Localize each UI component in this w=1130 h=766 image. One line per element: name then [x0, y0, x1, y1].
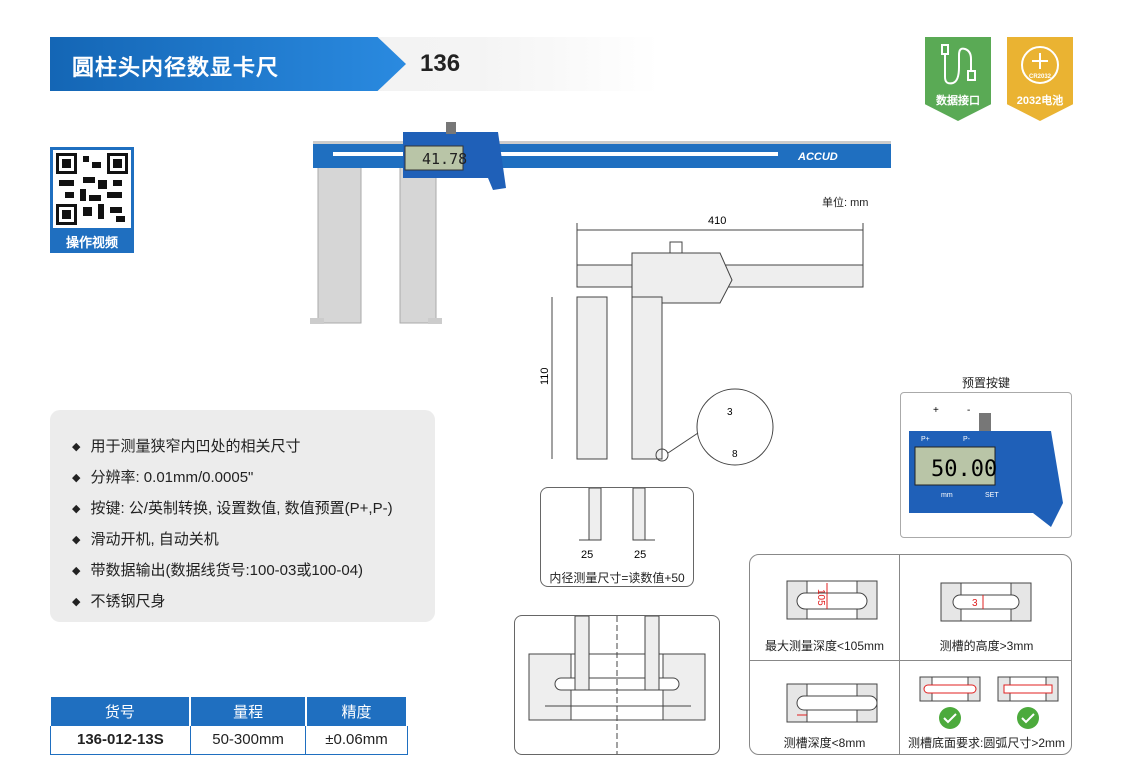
header-range: 量程: [190, 697, 307, 726]
cell-sku: 136-012-13S: [50, 726, 191, 755]
p-plus-key: P+: [921, 436, 930, 443]
minus-label: -: [967, 405, 970, 416]
p-minus-key: P-: [963, 436, 971, 443]
unit-label: 单位: mm: [822, 197, 869, 209]
cell-accuracy: ±0.06mm: [305, 726, 408, 755]
dim-length: 410: [708, 215, 726, 227]
caption-slot-height: 测槽的高度>3mm: [939, 639, 1034, 653]
model-number: 136: [420, 50, 461, 77]
cell-range: 50-300mm: [189, 726, 307, 755]
preset-panel: 50.00 + - P+ P- mm SET: [900, 392, 1072, 538]
feature-item: 滑动开机, 自动关机: [72, 525, 435, 556]
preset-title: 预置按键: [961, 376, 1010, 390]
qr-code[interactable]: 操作视频: [50, 147, 134, 253]
right-dim: 25: [634, 549, 646, 561]
caption-max-depth: 最大测量深度<105mm: [764, 639, 885, 653]
header-accuracy: 精度: [305, 697, 409, 726]
page-title: 圆柱头内径数显卡尺: [72, 55, 280, 80]
check-icon: [1017, 707, 1039, 729]
dim-depth: 110: [540, 367, 551, 385]
jaw-drawing: 25 25: [579, 487, 655, 561]
feature-list: 用于测量狭窄内凹处的相关尺寸 分辨率: 0.01mm/0.0005" 按键: 公…: [50, 410, 435, 622]
feature-item: 分辨率: 0.01mm/0.0005": [72, 463, 435, 494]
coin-text: CR2032: [1029, 74, 1052, 80]
slot-diagrams: 105 3: [786, 580, 1059, 729]
title-banner: [50, 37, 406, 91]
groove-drawing: [528, 615, 706, 754]
dim-detail-width: 8: [732, 449, 738, 460]
cable-icon: [941, 44, 976, 85]
caption-bottom-arc: 测槽底面要求:圆弧尺寸>2mm: [907, 736, 1065, 750]
caliper-photo: ACCUD 41.78: [310, 122, 891, 324]
dim-3: 3: [972, 598, 978, 609]
caption-slot-depth: 测槽深度<8mm: [783, 736, 866, 750]
inner-caption: 内径测量尺寸=读数值+50: [549, 571, 685, 585]
left-dim: 25: [581, 549, 593, 561]
feature-item: 按键: 公/英制转换, 设置数值, 数值预置(P+,P-): [72, 494, 435, 525]
data-port-badge: 数据接口: [925, 37, 991, 121]
inner-measure-box: 25 25 内径测量尺寸=读数值+50: [540, 487, 694, 587]
requirement-grid: 105 3 最大测量深度<105mm 测槽的高度>3mm 测槽深度<8mm 测槽…: [749, 554, 1072, 755]
dim-detail-height: 3: [727, 407, 733, 418]
preset-display: 50.00: [931, 457, 997, 482]
header-sku: 货号: [50, 697, 192, 726]
groove-box: [514, 615, 720, 755]
check-icon: [939, 707, 961, 729]
battery-coin-icon: CR2032: [1021, 46, 1059, 84]
brand-logo: ACCUD: [797, 151, 838, 163]
set-key: SET: [985, 492, 999, 499]
feature-item: 带数据输出(数据线货号:100-03或100-04): [72, 556, 435, 587]
lcd-display: 41.78: [422, 150, 467, 168]
technical-drawing: 410 110 3 8: [540, 215, 864, 466]
feature-item: 不锈钢尺身: [72, 587, 435, 618]
feature-item: 用于测量狭窄内凹处的相关尺寸: [72, 432, 435, 463]
preset-keys-photo: 50.00 + - P+ P- mm SET: [909, 405, 1063, 527]
battery-badge: CR2032 2032电池: [1007, 37, 1073, 121]
plus-label: +: [933, 405, 939, 416]
qr-code-icon: [56, 153, 128, 225]
mm-key: mm: [941, 492, 953, 499]
dim-105: 105: [815, 589, 826, 606]
